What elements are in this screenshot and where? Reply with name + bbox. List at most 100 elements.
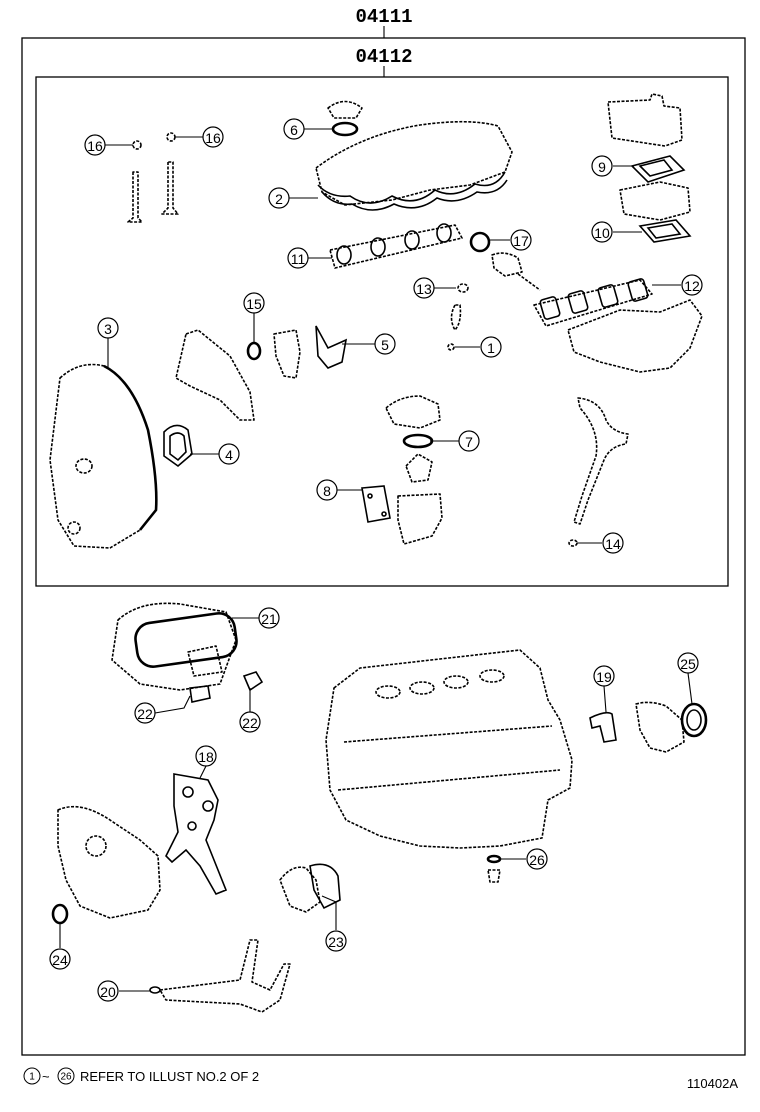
callout-16-right: 16 bbox=[202, 126, 224, 148]
callout-2: 2 bbox=[268, 187, 290, 209]
oil-strainer-gasket bbox=[149, 939, 291, 1013]
svg-text:1: 1 bbox=[487, 340, 495, 356]
water-pump-gasket bbox=[163, 424, 193, 468]
oil-pan-gasket bbox=[134, 612, 238, 668]
valve-stem-seal-right bbox=[161, 132, 179, 215]
svg-text:22: 22 bbox=[137, 706, 153, 722]
svg-text:25: 25 bbox=[680, 656, 696, 672]
thermostat-housing bbox=[385, 395, 441, 483]
oil-pan-baffle bbox=[111, 602, 237, 691]
rear-seal-retainer bbox=[635, 701, 685, 753]
gasket-22-right bbox=[242, 671, 264, 692]
water-outlet-gasket-9 bbox=[630, 155, 686, 183]
exhaust-manifold bbox=[567, 299, 703, 373]
callout-26: 26 bbox=[526, 848, 548, 870]
svg-text:14: 14 bbox=[605, 536, 621, 552]
outer-assembly-frame bbox=[21, 37, 746, 1056]
timing-gear-case bbox=[57, 805, 161, 919]
inner-assembly-frame bbox=[35, 76, 729, 587]
water-outlet-housing bbox=[607, 93, 683, 147]
water-inlet-gasket-8 bbox=[361, 485, 391, 523]
callout-15: 15 bbox=[243, 292, 265, 314]
svg-text:26: 26 bbox=[529, 852, 545, 868]
svg-text:3: 3 bbox=[104, 321, 112, 337]
svg-text:6: 6 bbox=[290, 122, 298, 138]
callout-3: 3 bbox=[97, 317, 119, 339]
footnote-text: REFER TO ILLUST NO.2 OF 2 bbox=[80, 1069, 259, 1084]
assembly-inner-number: 04112 bbox=[355, 46, 412, 68]
timing-cover-gasket-small bbox=[273, 325, 348, 379]
timing-cover-plate bbox=[175, 329, 255, 421]
svg-text:16: 16 bbox=[87, 138, 103, 154]
callout-17: 17 bbox=[510, 229, 532, 251]
callout-22-right: 22 bbox=[239, 711, 261, 733]
svg-text:20: 20 bbox=[100, 984, 116, 1000]
svg-text:11: 11 bbox=[291, 251, 306, 267]
timing-gear-case-gasket bbox=[165, 773, 228, 896]
valve-stem-seal-left bbox=[127, 140, 143, 223]
callout-8: 8 bbox=[316, 479, 338, 501]
oil-dipstick-guide bbox=[568, 397, 629, 547]
callout-16-left: 16 bbox=[84, 134, 106, 156]
oil-filler-cap-gasket bbox=[327, 100, 363, 137]
callout-22-left: 22 bbox=[134, 702, 156, 724]
svg-text:21: 21 bbox=[261, 611, 277, 627]
callout-13: 13 bbox=[413, 277, 435, 299]
water-pump-gasket-23 bbox=[279, 863, 341, 913]
callout-14: 14 bbox=[602, 532, 624, 554]
callout-11: 11 bbox=[287, 247, 309, 269]
water-inlet-housing-lower bbox=[397, 493, 443, 545]
footnote-start-callout: 1 bbox=[23, 1067, 41, 1085]
svg-text:1: 1 bbox=[29, 1072, 35, 1083]
front-crankshaft-oil-seal bbox=[51, 903, 69, 925]
intake-manifold-gasket bbox=[329, 223, 463, 269]
svg-text:19: 19 bbox=[596, 669, 612, 685]
callout-5: 5 bbox=[374, 333, 396, 355]
svg-text:4: 4 bbox=[225, 447, 233, 463]
oil-pump-gasket bbox=[187, 645, 223, 677]
callout-21: 21 bbox=[258, 607, 280, 629]
svg-text:5: 5 bbox=[381, 337, 389, 353]
camshaft-oil-seal bbox=[469, 231, 541, 291]
leader-lines bbox=[59, 128, 693, 992]
water-inlet-gasket-10 bbox=[638, 219, 692, 243]
callout-25: 25 bbox=[677, 652, 699, 674]
callout-7: 7 bbox=[458, 430, 480, 452]
rear-crankshaft-oil-seal bbox=[680, 702, 708, 738]
gasket-22-left bbox=[189, 685, 211, 703]
footnote: 1 ~ 26 REFER TO ILLUST NO.2 OF 2 bbox=[23, 1067, 259, 1085]
svg-text:13: 13 bbox=[416, 281, 432, 297]
rear-seal-retainer-gasket bbox=[589, 711, 617, 743]
svg-text:26: 26 bbox=[60, 1072, 72, 1083]
callout-20: 20 bbox=[97, 980, 119, 1002]
svg-text:23: 23 bbox=[328, 934, 344, 950]
footnote-end-callout: 26 bbox=[57, 1067, 75, 1085]
callout-6: 6 bbox=[283, 118, 305, 140]
svg-text:9: 9 bbox=[598, 159, 606, 175]
callout-9: 9 bbox=[591, 155, 613, 177]
oil-seal-15 bbox=[246, 341, 262, 361]
svg-text:15: 15 bbox=[246, 296, 262, 312]
svg-text:17: 17 bbox=[513, 233, 529, 249]
illustration-id: 110402A bbox=[687, 1076, 738, 1091]
svg-text:2: 2 bbox=[275, 191, 283, 207]
callout-23: 23 bbox=[325, 930, 347, 952]
svg-text:10: 10 bbox=[594, 225, 610, 241]
callout-12: 12 bbox=[681, 274, 703, 296]
footnote-tilde: ~ bbox=[42, 1069, 50, 1084]
callout-4: 4 bbox=[218, 443, 240, 465]
svg-text:12: 12 bbox=[684, 278, 700, 294]
o-ring-13 bbox=[447, 283, 469, 351]
svg-text:16: 16 bbox=[205, 130, 221, 146]
callout-18: 18 bbox=[195, 745, 217, 767]
timing-cover-gasket bbox=[49, 363, 158, 549]
callout-24: 24 bbox=[49, 948, 71, 970]
drain-plug-gasket-26 bbox=[486, 854, 502, 883]
assembly-outer-number: 04111 bbox=[355, 6, 412, 28]
cylinder-head-cover-gasket bbox=[315, 120, 513, 211]
svg-text:18: 18 bbox=[198, 749, 214, 765]
callout-19: 19 bbox=[593, 665, 615, 687]
exhaust-manifold-gasket bbox=[533, 278, 653, 327]
svg-text:22: 22 bbox=[242, 715, 258, 731]
